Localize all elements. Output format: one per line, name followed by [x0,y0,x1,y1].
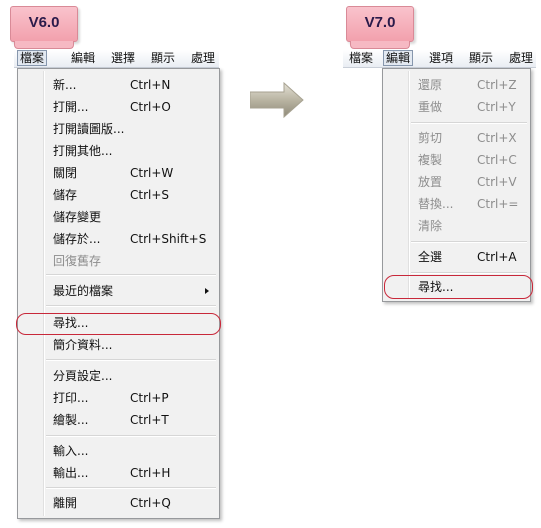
menu-item-open[interactable]: 打開...Ctrl+O [53,100,171,114]
menu-process[interactable]: 處理 [509,51,534,65]
menu-item-clear: 清除 [418,219,443,233]
menubar-v7: 檔案 編輯 選項 顯示 處理 [343,50,536,68]
menu-select[interactable]: 選擇 [111,51,136,65]
menu-item-info[interactable]: 簡介資料... [53,338,113,352]
right-arrow-icon [250,82,304,118]
menu-item-import[interactable]: 輸入... [53,444,89,458]
menu-item-save-changes[interactable]: 儲存變更 [53,210,102,224]
menu-options[interactable]: 選項 [429,51,454,65]
version-label: V6.0 [28,14,60,31]
menu-gutter [43,71,45,516]
find-highlight-outline [384,275,533,299]
submenu-arrow-icon [205,288,209,294]
file-menu-dropdown: 新...Ctrl+N 打開...Ctrl+O 打開讀圖版... 打開其他... … [17,68,220,519]
menu-item-replace: 替換...Ctrl+= [418,197,519,211]
menu-item-open-reader[interactable]: 打開讀圖版... [53,122,125,136]
version-tag-v7: V7.0 [346,6,414,49]
menu-file[interactable]: 檔案 [17,50,48,66]
menu-separator [411,122,527,124]
menu-separator [411,272,527,274]
menu-item-page-setup[interactable]: 分頁設定... [53,369,113,383]
find-highlight-outline [16,313,221,335]
menu-separator [46,359,216,361]
menu-separator [46,487,216,489]
menu-item-save-as[interactable]: 儲存於...Ctrl+Shift+S [53,232,207,246]
menu-item-find[interactable]: 尋找... [418,280,454,294]
menu-separator [411,241,527,243]
menu-process[interactable]: 處理 [191,51,216,65]
menu-item-find[interactable]: 尋找... [53,316,89,330]
menu-item-print[interactable]: 打印...Ctrl+P [53,391,169,405]
menu-item-export[interactable]: 輸出...Ctrl+H [53,466,171,480]
version-label: V7.0 [364,14,396,31]
menubar-v6: 檔案 編輯 選擇 顯示 處理 [14,50,219,68]
menu-item-new[interactable]: 新...Ctrl+N [53,78,171,92]
menu-item-open-other[interactable]: 打開其他... [53,144,113,158]
menu-separator [46,274,216,276]
menu-item-revert: 回復舊存 [53,254,102,268]
version-tag-v6: V6.0 [10,6,78,49]
menu-view[interactable]: 顯示 [469,51,494,65]
menu-gutter [408,71,410,299]
menu-file[interactable]: 檔案 [349,51,374,65]
menu-separator [46,305,216,307]
menu-view[interactable]: 顯示 [151,51,176,65]
menu-edit[interactable]: 編輯 [71,51,96,65]
menu-separator [46,435,216,437]
menu-item-plot[interactable]: 繪製...Ctrl+T [53,413,169,427]
menu-item-recent-files[interactable]: 最近的檔案 [18,281,219,301]
menu-edit[interactable]: 編輯 [383,50,414,66]
